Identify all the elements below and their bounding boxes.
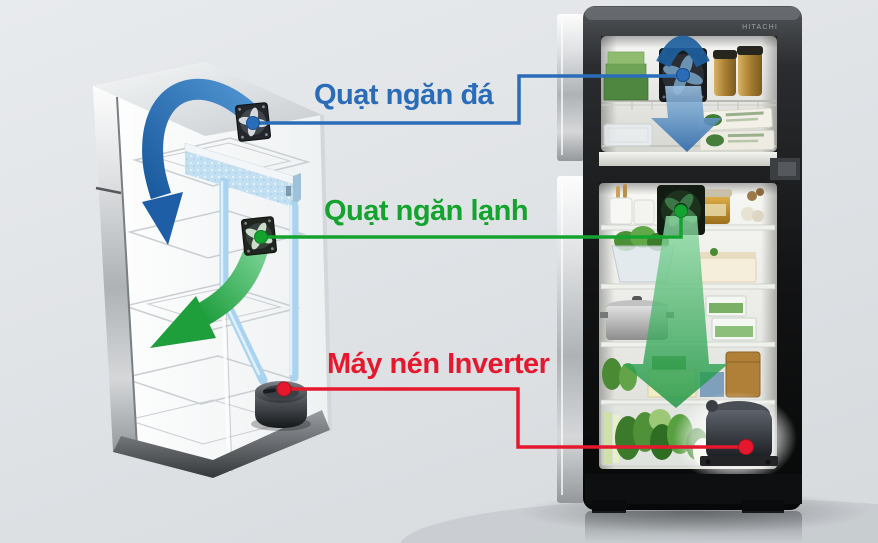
label-freezer-fan: Quạt ngăn đá [314,79,494,111]
schematic-fridge [93,62,332,478]
fridge-compartment [599,183,797,484]
fridge-airflow-arrow-photo [623,216,728,408]
door-hinge-plate [778,162,796,176]
freezer-airflow-arrow-photo [651,35,722,152]
cabinet-top-highlight [585,7,800,20]
schematic-bottom-rim [113,410,330,478]
freezer-compartment [601,35,777,152]
fridge-fan-connector [254,204,688,244]
compartment-divider [599,152,777,166]
photo-fridge: HITACHI [557,6,802,543]
fridge-base [585,474,802,513]
connector-lines [246,68,754,455]
compressor-connector [276,381,754,455]
schematic-front-edge-shade [225,299,233,473]
freezer-fan-connector [246,68,690,130]
floor-reflection [585,511,802,543]
freezer-box-2 [699,129,775,151]
brand-logo: HITACHI [742,24,778,31]
schematic-right-edge [320,114,332,431]
schematic-front-edge [221,299,231,473]
photo-compressor [673,392,797,484]
compressor-icon [251,381,311,431]
fridge-shelf1-items [609,184,764,225]
schematic-door-edge [93,86,138,452]
freezer-food-items [603,46,775,151]
open-door-panels [557,14,584,503]
freezer-airflow-arrow-schematic [142,78,256,245]
label-fridge-fan: Quạt ngăn lạnh [324,195,529,227]
evaporator-coil-icon [184,142,301,207]
fridge-airflow-arrow-schematic [150,246,268,348]
label-compressor: Máy nén Inverter [327,348,550,380]
schematic-door-split [95,186,122,195]
